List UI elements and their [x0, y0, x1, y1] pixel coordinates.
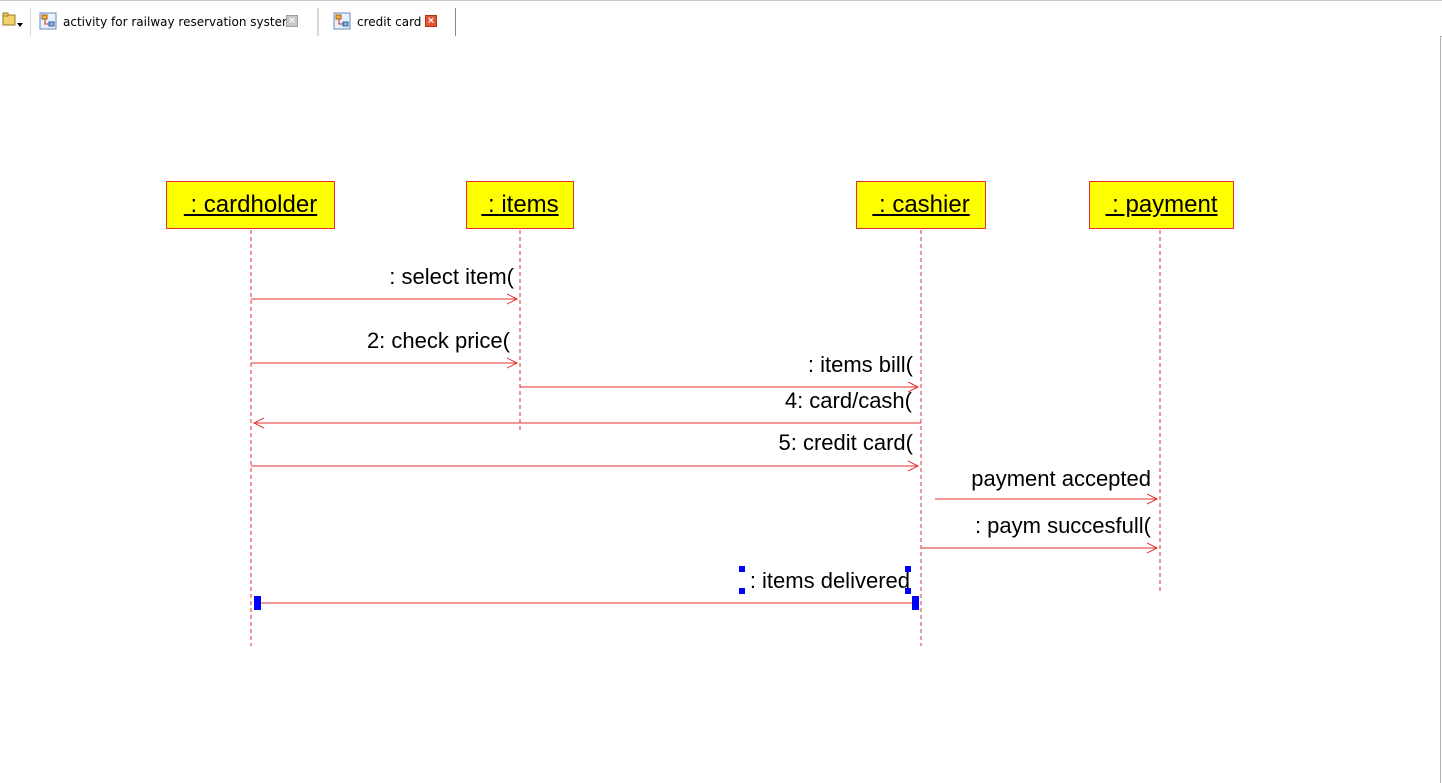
close-tab-icon[interactable]: × [425, 15, 437, 27]
selection-handle[interactable] [905, 566, 911, 572]
lifeline-payment[interactable]: : payment [1089, 181, 1234, 229]
selection-handle[interactable] [739, 566, 745, 572]
selection-handle-end[interactable] [912, 596, 919, 610]
close-tab-icon[interactable]: × [286, 15, 298, 27]
message-label-check-price[interactable]: 2: check price( [366, 328, 510, 353]
message-label-payment-accepted[interactable]: payment accepted [971, 466, 1151, 491]
diagram-canvas[interactable]: : cardholder : items : cashier : payment… [0, 36, 1441, 783]
lifeline-cardholder[interactable]: : cardholder [166, 181, 335, 229]
message-label-select-item[interactable]: : select item( [389, 264, 514, 289]
lifeline-label: : cashier [872, 191, 970, 218]
lifeline-label: : cardholder [183, 191, 318, 218]
diagram-icon [333, 12, 351, 30]
lifeline-label: : items [481, 191, 559, 218]
lifeline-cashier[interactable]: : cashier [856, 181, 986, 229]
tab-activity-railway[interactable]: activity for railway reservation system … [30, 8, 318, 36]
message-label-paym-succesfull[interactable]: : paym succesfull( [974, 513, 1151, 538]
message-label-card-cash[interactable]: 4: card/cash( [784, 388, 912, 413]
message-label-items-bill[interactable]: : items bill( [807, 352, 913, 377]
tab-bar: activity for railway reservation system … [0, 0, 1442, 37]
lifeline-items[interactable]: : items [466, 181, 574, 229]
message-label-items-delivered[interactable]: : items delivered [749, 568, 910, 593]
folder-dropdown-icon [2, 12, 23, 27]
selection-handle[interactable] [739, 588, 745, 594]
tab-credit-card[interactable]: credit card × [318, 8, 456, 36]
diagram-icon [39, 12, 57, 30]
tab-label: activity for railway reservation system [63, 15, 294, 29]
new-diagram-menu-button[interactable] [2, 11, 23, 29]
lifeline-label: : payment [1105, 191, 1218, 218]
tab-label: credit card [357, 15, 422, 29]
selection-handle-start[interactable] [254, 596, 261, 610]
selection-handle[interactable] [905, 588, 911, 594]
message-label-credit-card[interactable]: 5: credit card( [778, 430, 914, 455]
